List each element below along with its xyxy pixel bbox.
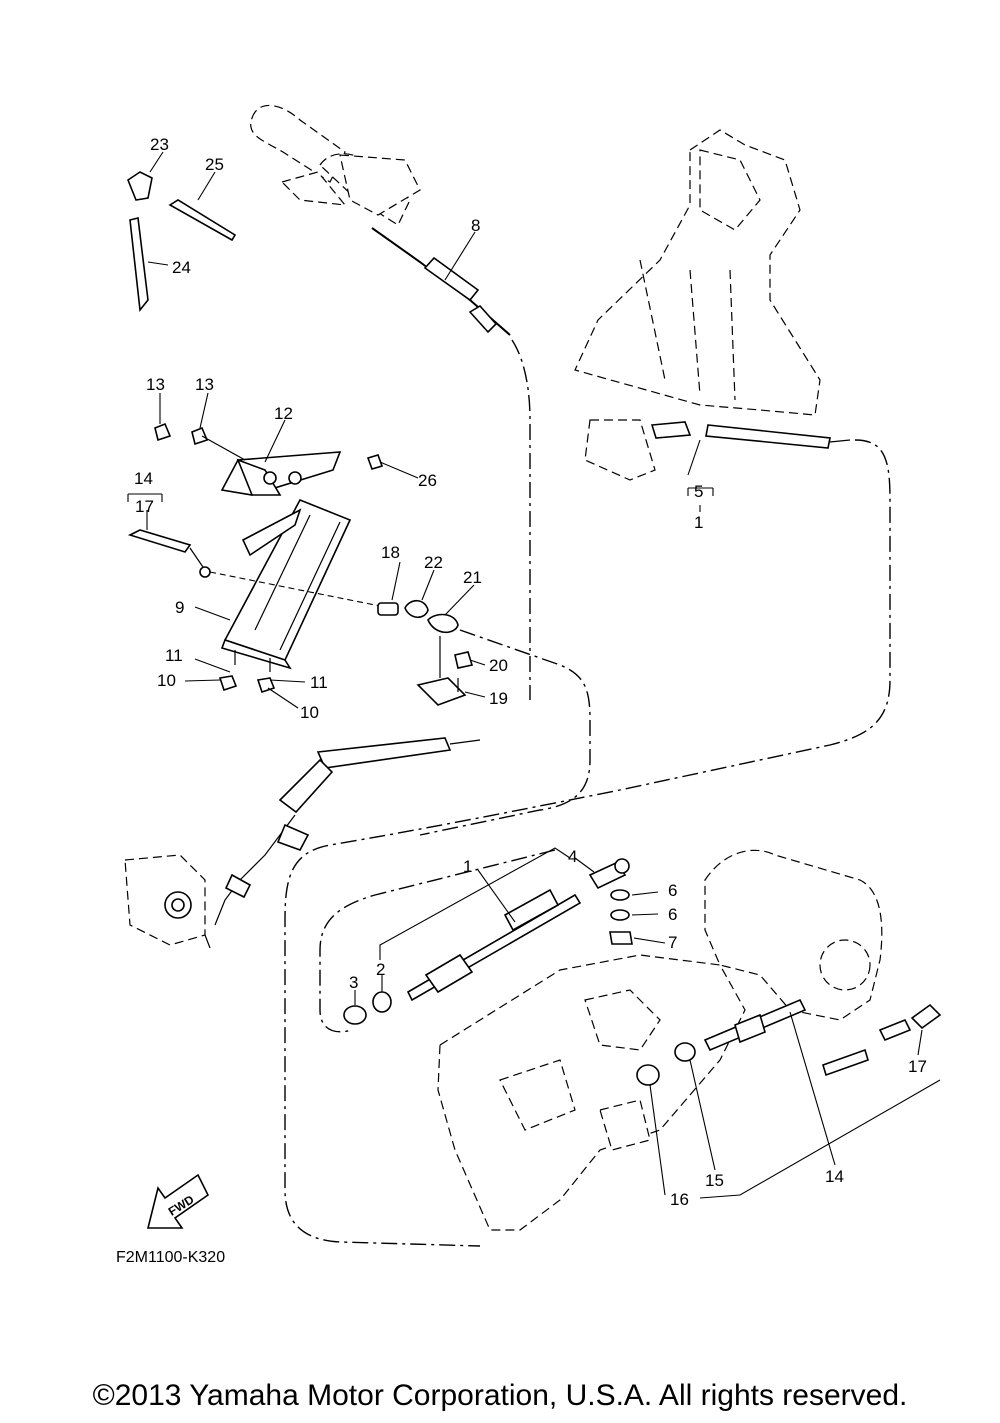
callout-24: 24 [172, 258, 191, 277]
callout-1-upper: 1 [694, 513, 703, 532]
callout-3: 3 [349, 973, 358, 992]
nuts-left [218, 675, 276, 694]
callout-20: 20 [489, 656, 508, 675]
callout-19: 19 [489, 689, 508, 708]
callout-1-lower: 1 [463, 857, 472, 876]
callout-16: 16 [670, 1190, 689, 1209]
callout-14-upper: 14 [134, 469, 153, 488]
cable-5 [650, 421, 851, 449]
throttle-cable [214, 737, 481, 926]
fwd-arrow-icon: FWD [146, 1173, 210, 1229]
screws [154, 422, 384, 470]
throttle-body-ghost [124, 854, 211, 949]
callout-4: 4 [568, 847, 577, 866]
callout-23: 23 [150, 135, 169, 154]
drive-unit-ghost [437, 954, 746, 1231]
bracket-12 [220, 451, 342, 496]
callout-12: 12 [274, 404, 293, 423]
drawing-code: F2M1100-K320 [116, 1249, 225, 1266]
callout-6-upper: 6 [668, 881, 677, 900]
shift-cable-upper [127, 529, 381, 607]
callout-13-left: 13 [146, 375, 165, 394]
shift-cable-1 [343, 858, 633, 1025]
callout-2: 2 [376, 960, 385, 979]
callout-22: 22 [424, 553, 443, 572]
callout-25: 25 [205, 155, 224, 174]
callout-10-right: 10 [300, 703, 319, 722]
callout-17-lower: 17 [908, 1057, 927, 1076]
callout-17-upper: 17 [135, 497, 154, 516]
copyright-notice: ©2013 Yamaha Motor Corporation, U.S.A. A… [93, 1379, 908, 1412]
callout-14-lower: 14 [825, 1167, 844, 1186]
bracket-9 [220, 498, 352, 672]
small-parts-center [377, 599, 474, 706]
callout-6-lower: 6 [668, 905, 677, 924]
housing-ghost [704, 849, 883, 1021]
callout-11-left: 11 [165, 646, 183, 665]
callout-5: 5 [694, 482, 703, 501]
callout-26: 26 [418, 471, 437, 490]
callout-13-right: 13 [195, 375, 214, 394]
callout-8: 8 [471, 216, 480, 235]
jet-pump-ghost [574, 129, 821, 481]
fasteners-top-left [127, 171, 237, 313]
callout-11-right: 11 [310, 673, 328, 692]
leader-lines [127, 151, 941, 1199]
callout-7: 7 [668, 933, 677, 952]
callout-21: 21 [463, 568, 482, 587]
handlebar-ghost [250, 104, 421, 226]
callout-18: 18 [381, 543, 400, 562]
shift-cable-14 [636, 998, 942, 1086]
steering-cable-8 [371, 227, 531, 700]
callout-15: 15 [705, 1171, 724, 1190]
callout-9: 9 [175, 598, 184, 617]
callout-labels: 1 1 2 3 4 5 6 6 7 8 9 10 10 11 11 12 13 … [134, 135, 927, 1209]
callout-10-left: 10 [157, 671, 176, 690]
cable-routing-lines [284, 439, 891, 1247]
